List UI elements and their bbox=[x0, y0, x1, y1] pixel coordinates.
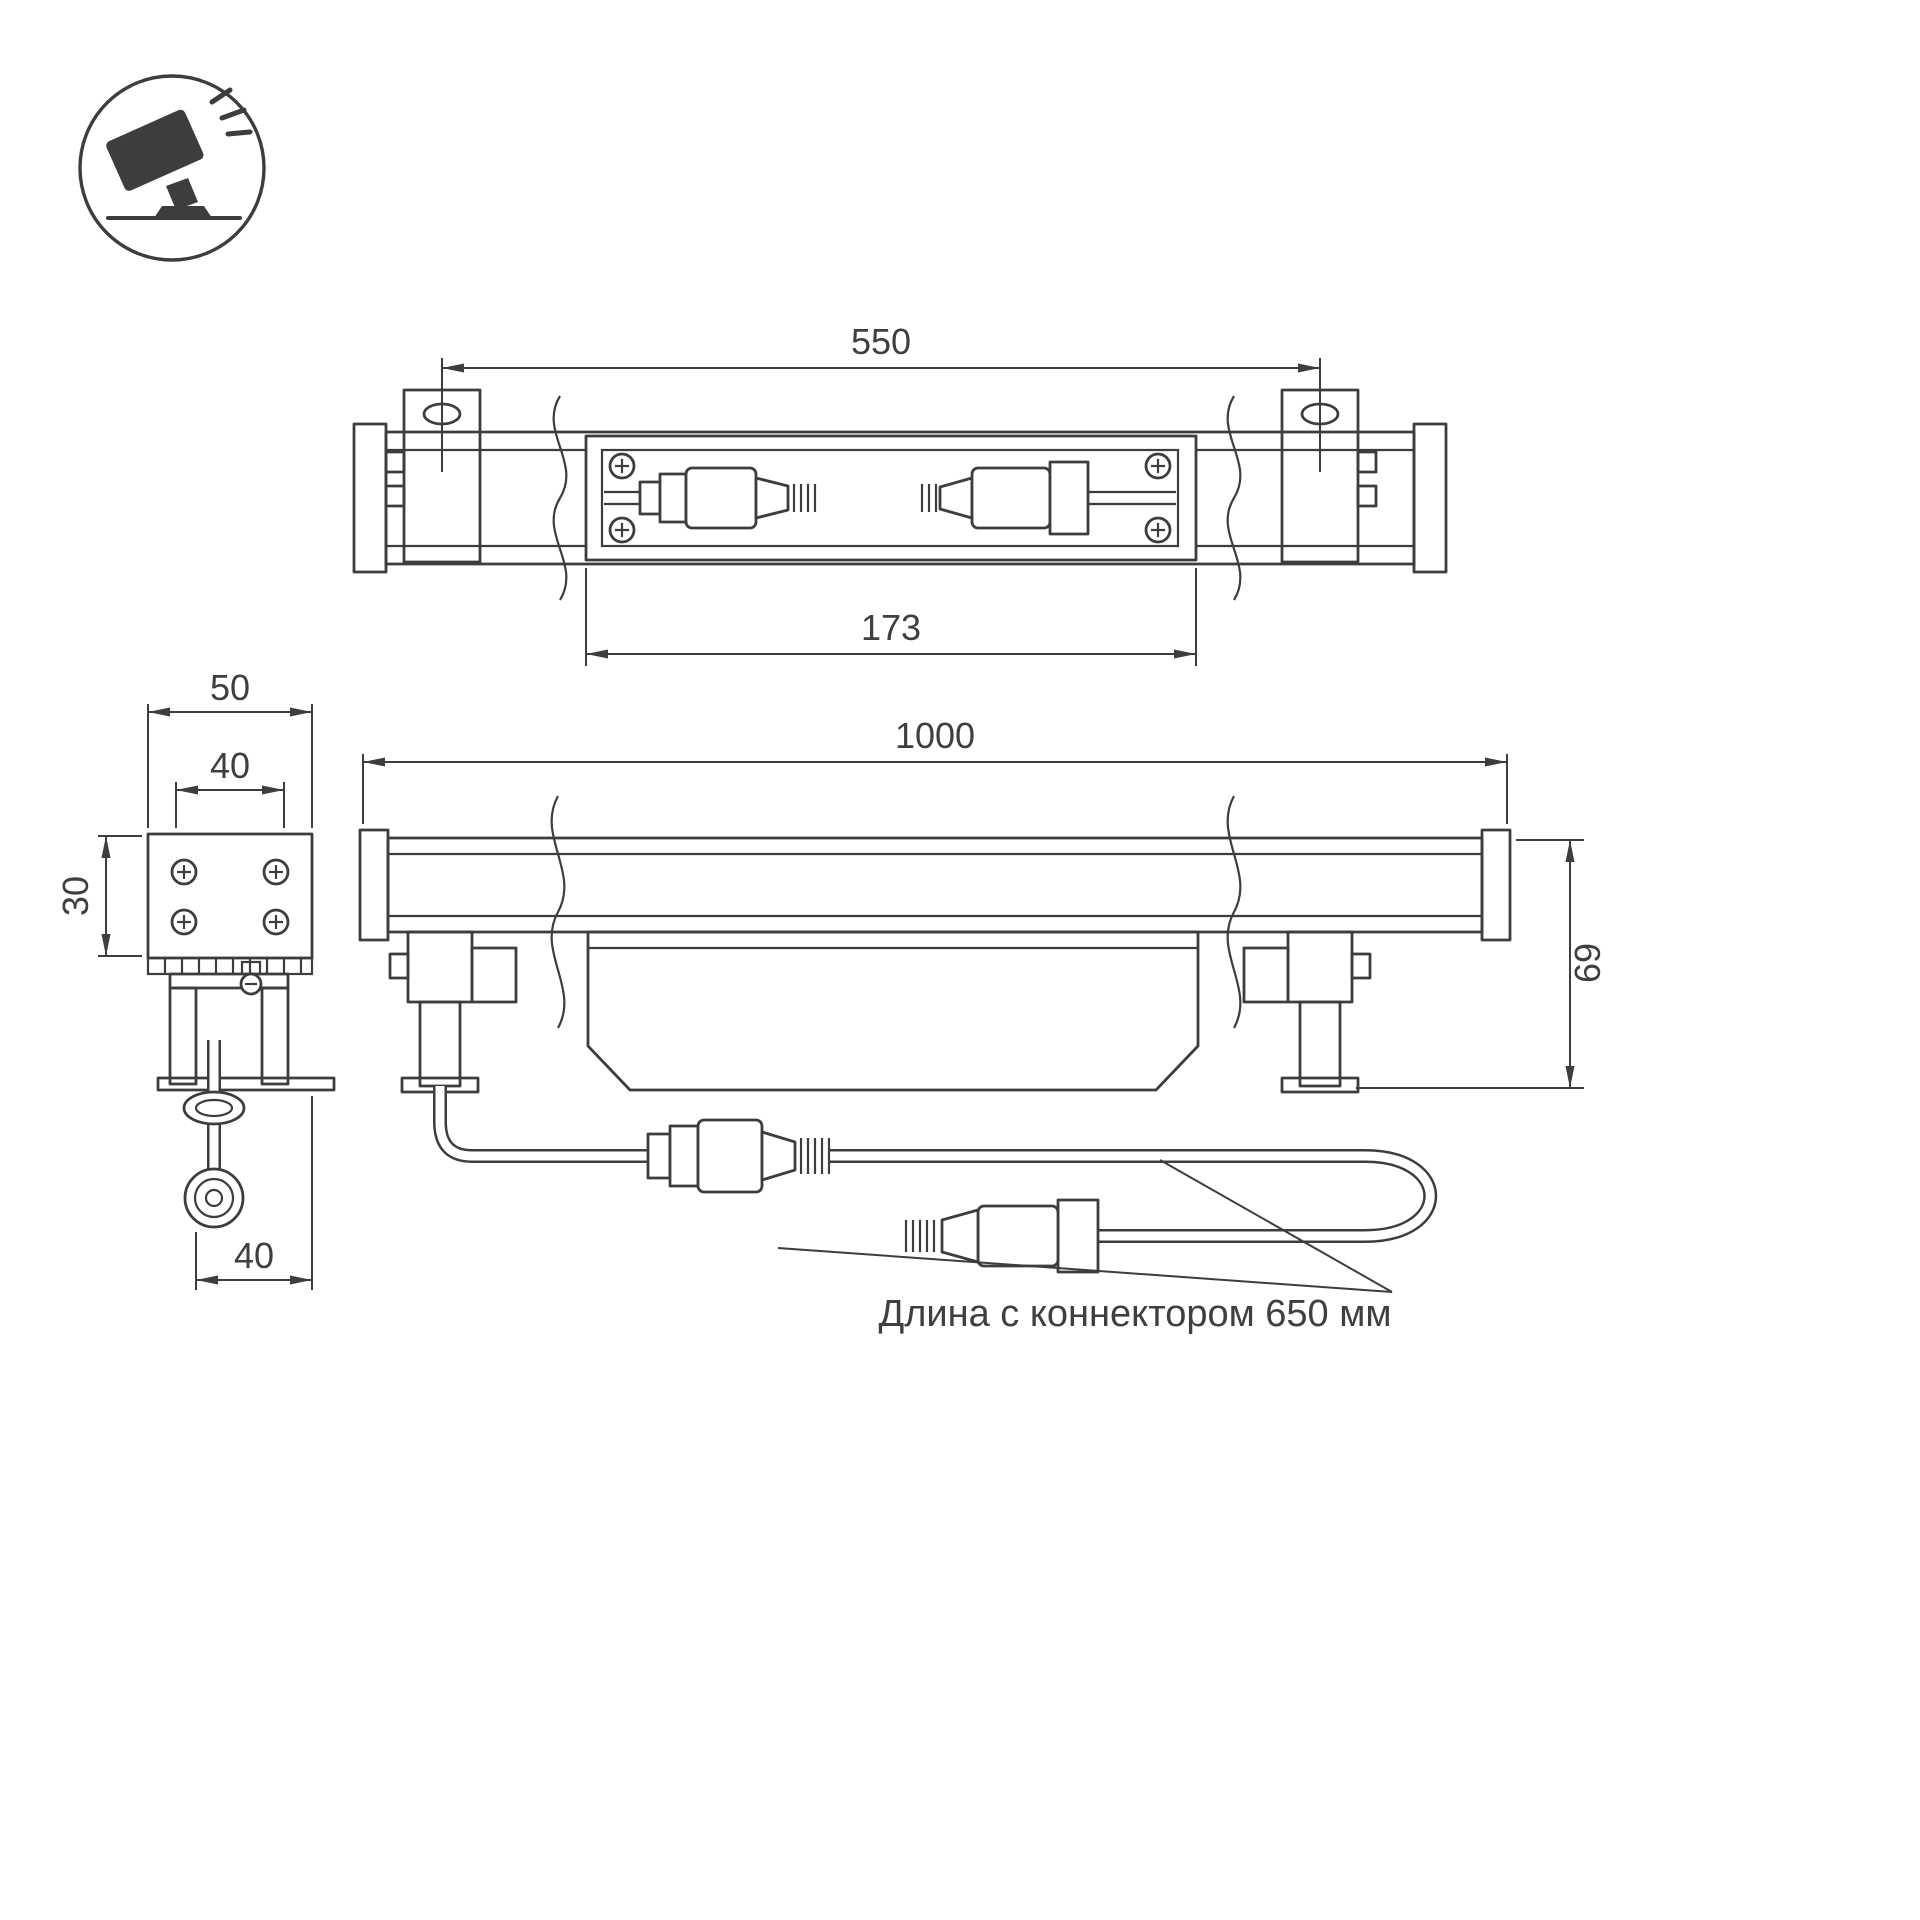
icon-circle bbox=[78, 74, 266, 262]
dimension-label: 40 bbox=[210, 745, 250, 786]
screw-icon bbox=[1144, 452, 1172, 480]
end-connector bbox=[904, 1198, 1100, 1274]
dimension-40-top: 40 bbox=[175, 745, 285, 828]
bracket-foot bbox=[1280, 1076, 1360, 1094]
wiring-channel bbox=[584, 434, 1198, 562]
screw-icon bbox=[608, 452, 636, 480]
bolt bbox=[384, 484, 406, 508]
dimension-label: 1000 bbox=[895, 715, 975, 756]
side-view: 50 40 30 40 bbox=[55, 667, 336, 1290]
side-body bbox=[146, 832, 314, 960]
screw-icon bbox=[262, 858, 290, 886]
inline-connector bbox=[646, 1118, 831, 1194]
screw-icon bbox=[170, 908, 198, 936]
bolt bbox=[1356, 484, 1378, 508]
light-ray bbox=[225, 129, 253, 137]
floodlight-icon bbox=[78, 74, 266, 262]
side-cable bbox=[182, 1040, 246, 1229]
dimension-173: 173 bbox=[585, 568, 1197, 666]
bolt bbox=[1350, 952, 1372, 980]
bolt bbox=[388, 952, 410, 980]
cable-connector-male bbox=[920, 460, 1090, 536]
cable-length-note: Длина с коннектором 650 мм bbox=[879, 1293, 1392, 1335]
dimension-label: 40 bbox=[234, 1235, 274, 1276]
spotlight-stem bbox=[166, 178, 198, 210]
leader-line bbox=[777, 1247, 1393, 1293]
connector-end bbox=[183, 1167, 245, 1229]
spotlight-base bbox=[154, 206, 212, 218]
light-ray bbox=[209, 87, 233, 105]
bracket-tab bbox=[470, 946, 518, 1004]
end-cap-right bbox=[1480, 828, 1512, 942]
break-line-right bbox=[1226, 395, 1242, 601]
cable-connector-female bbox=[638, 466, 817, 530]
dimension-69: 69 bbox=[1356, 839, 1608, 1089]
foot-plate bbox=[156, 1076, 336, 1092]
dimension-50: 50 bbox=[147, 667, 313, 828]
dimension-40-bottom: 40 bbox=[195, 1096, 313, 1290]
break-line-right bbox=[1226, 795, 1242, 1029]
mounting-bracket-right bbox=[1280, 388, 1378, 564]
body-bar bbox=[384, 430, 1416, 566]
dimension-label: 30 bbox=[55, 876, 96, 916]
screw-icon bbox=[262, 908, 290, 936]
light-ray bbox=[219, 107, 247, 121]
mounting-bracket-left bbox=[384, 388, 482, 564]
connector-ring bbox=[182, 1090, 246, 1126]
break-line-left bbox=[552, 395, 568, 601]
screw-icon bbox=[608, 516, 636, 544]
dimension-label: 173 bbox=[861, 607, 921, 648]
dimension-550: 550 bbox=[441, 321, 1321, 472]
break-line-left bbox=[550, 795, 566, 1029]
driver-housing bbox=[586, 930, 1200, 1092]
screw-icon bbox=[1144, 516, 1172, 544]
mounting-bracket-left bbox=[388, 930, 518, 1094]
screw-icon bbox=[170, 858, 198, 886]
end-cap-left bbox=[352, 422, 388, 574]
bolt bbox=[384, 450, 406, 474]
dimension-label: 550 bbox=[851, 321, 911, 362]
body-bar bbox=[386, 836, 1484, 934]
leader-line bbox=[1159, 1159, 1393, 1293]
dimension-label: 69 bbox=[1567, 943, 1608, 983]
supply-cable bbox=[433, 1086, 1438, 1243]
dimension-1000: 1000 bbox=[362, 715, 1508, 824]
bracket-tab bbox=[1242, 946, 1290, 1004]
end-cap-right bbox=[1412, 422, 1448, 574]
dimension-30: 30 bbox=[55, 835, 142, 957]
mounting-bracket-right bbox=[1242, 930, 1372, 1094]
bolt bbox=[1356, 450, 1378, 474]
heatsink-strip bbox=[146, 956, 314, 976]
front-view: Длина с коннектором 650 мм 1000 69 bbox=[358, 715, 1608, 1335]
clamp-bracket bbox=[156, 960, 336, 1092]
dimension-label: 50 bbox=[210, 667, 250, 708]
end-cap-left bbox=[358, 828, 390, 942]
top-view: 550 173 bbox=[352, 321, 1448, 666]
spotlight-head bbox=[106, 109, 204, 191]
